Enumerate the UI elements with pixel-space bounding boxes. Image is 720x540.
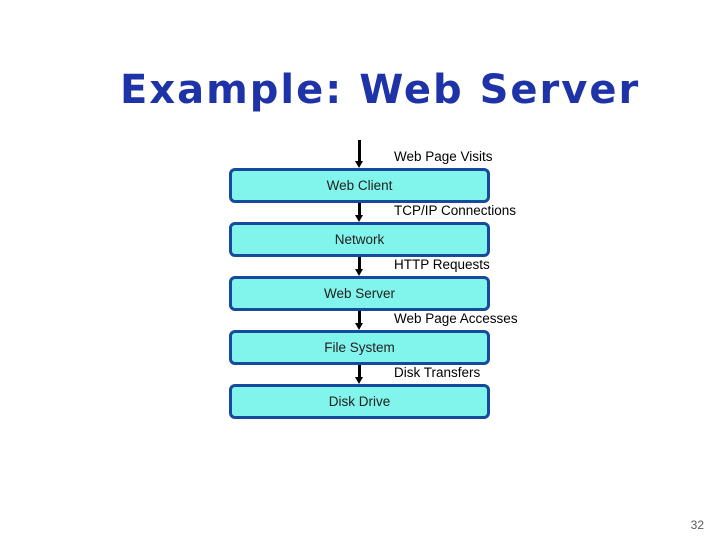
flow-label-http-requests: HTTP Requests [394,257,490,272]
flow-label-tcpip-connections: TCP/IP Connections [394,203,517,218]
page-number: 32 [690,518,704,532]
arrow-into-web-server [355,257,364,276]
arrow-into-file-system [355,311,364,330]
layer-box-web-server[interactable]: Web Server [229,276,490,311]
layer-box-web-client[interactable]: Web Client [229,168,490,203]
layer-box-file-system[interactable]: File System [229,330,490,365]
flow-label-web-page-visits: Web Page Visits [394,149,493,164]
page-title: Example: Web Server [120,67,641,113]
arrow-into-disk-drive [355,365,364,384]
arrow-into-web-client [355,140,364,168]
flow-label-web-page-accesses: Web Page Accesses [394,311,518,326]
arrow-into-network [355,203,364,222]
flow-label-disk-transfers: Disk Transfers [394,365,481,380]
layer-box-disk-drive[interactable]: Disk Drive [229,384,490,419]
layer-box-network[interactable]: Network [229,222,490,257]
